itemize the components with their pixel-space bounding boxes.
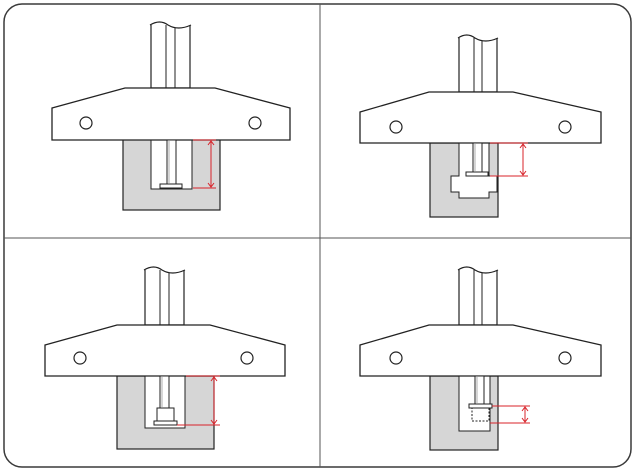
- bolt-icon: [468, 375, 493, 422]
- mounting-hole: [558, 351, 572, 365]
- mounting-plate-icon: [359, 91, 602, 144]
- bolt-icon: [159, 139, 183, 189]
- mounting-plate-icon: [51, 87, 291, 141]
- mounting-hole: [79, 116, 93, 130]
- panel-top-right: [359, 34, 602, 218]
- mounting-hole: [389, 120, 403, 134]
- nut: [156, 407, 175, 422]
- post-icon: [143, 266, 186, 326]
- mounting-hole: [248, 116, 262, 130]
- mounting-plate-icon: [44, 324, 286, 377]
- measure-icon: [490, 405, 530, 424]
- panel-bottom-left: [44, 266, 286, 450]
- mounting-plate-icon: [359, 324, 602, 377]
- post-icon: [149, 21, 192, 89]
- mounting-hole: [240, 351, 254, 365]
- bolt-icon: [153, 375, 178, 426]
- measure-icon: [193, 139, 216, 189]
- panel-bottom-right: [359, 266, 602, 451]
- mounting-hole: [389, 351, 403, 365]
- panel-top-left: [51, 21, 291, 211]
- mounting-hole: [73, 351, 87, 365]
- measure-icon: [177, 375, 220, 426]
- post-icon: [457, 34, 499, 93]
- mounting-hole: [558, 120, 572, 134]
- measure-icon: [490, 142, 528, 177]
- outer-frame: [3, 3, 632, 468]
- bolt-icon: [465, 142, 489, 177]
- post-icon: [457, 266, 499, 326]
